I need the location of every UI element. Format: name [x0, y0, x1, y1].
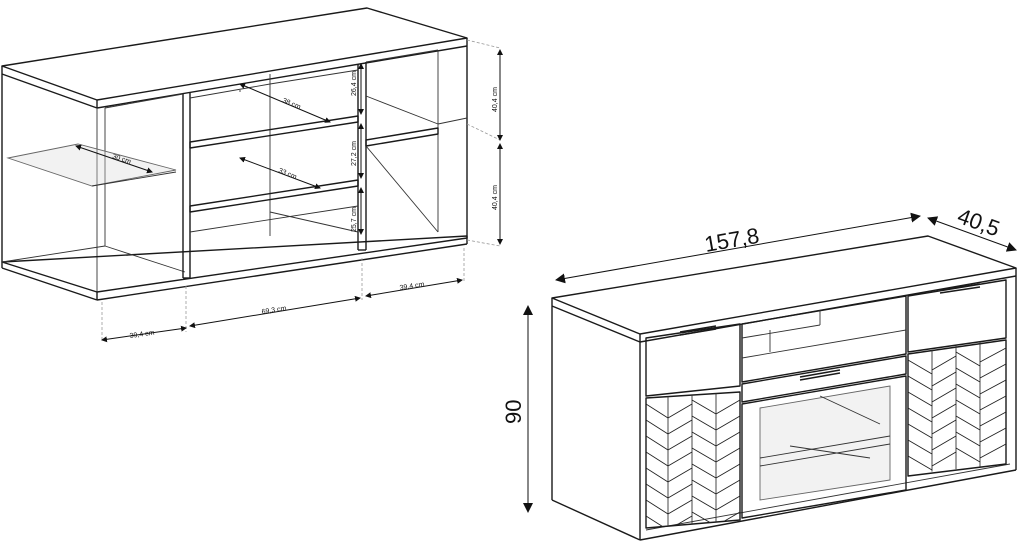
overall-depth-label: 40,5 [954, 203, 1003, 241]
width-left-label: 39,4 cm [129, 330, 155, 340]
width-middle-label: 69,3 cm [261, 305, 287, 316]
closed-cabinet-drawing [551, 235, 1017, 541]
height-bottom-label: 40,4 cm [492, 185, 499, 210]
shelf-top-gap-label: 26,4 cm [351, 71, 358, 96]
inner-dimensions: 38 cm 33 cm 30 cm 26,4 cm 27,2 cm 25,7 c… [75, 63, 364, 235]
width-right-label: 39,4 cm [399, 281, 425, 292]
glass-door [759, 385, 891, 501]
overall-dimensions: 157,8 40,5 90 [501, 203, 1017, 513]
shelf-mid-depth-label: 33 cm [277, 167, 297, 181]
herringbone-pattern-left [646, 392, 740, 528]
open-cabinet-drawing [1, 7, 468, 301]
shelf-bottom-gap-label: 25,7 cm [351, 207, 358, 232]
herringbone-pattern-right [908, 342, 1006, 474]
shelf-top-depth-label: 38 cm [281, 97, 301, 111]
overall-width-label: 157,8 [703, 223, 762, 257]
shelf-mid-gap-label: 27,2 cm [351, 141, 358, 166]
height-top-label: 40,4 cm [492, 87, 499, 112]
glass-shelf [6, 143, 177, 187]
outer-dimensions: 39,4 cm 69,3 cm 39,4 cm 40,4 cm 40,4 cm [101, 39, 503, 343]
overall-height-label: 90 [501, 400, 526, 424]
